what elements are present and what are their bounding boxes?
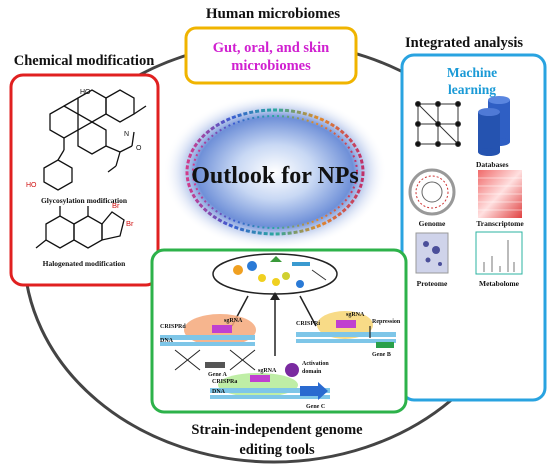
activation-domain-dot: [285, 363, 299, 377]
atom-n: N: [124, 131, 129, 138]
gene-a-block: [205, 362, 225, 368]
crisprd-sgrna-bar: [212, 325, 232, 333]
gene-c-arrow: [300, 382, 328, 400]
crispri-sgrna-bar: [336, 320, 356, 328]
right-heading: Integrated analysis: [405, 35, 523, 51]
center-core: Outlook for NPs: [163, 94, 387, 250]
top-box: [184, 26, 358, 85]
metabolome-spectrum-icon: [475, 231, 523, 275]
sgrna-label-a: sgRNA: [224, 318, 243, 324]
crispri-label: CRISPRi: [296, 321, 320, 327]
ml-line1: Machine: [447, 65, 497, 80]
proteome-spots: [423, 241, 442, 266]
bottom-box: [150, 248, 408, 414]
product-molecules: [233, 256, 327, 288]
left-box: [9, 73, 160, 287]
gene-c-label: Gene C: [306, 404, 325, 410]
dna-label-c: DNA: [212, 389, 226, 395]
crisprd-dna-strand-2: [160, 342, 255, 346]
crispra-label: CRISPRa: [212, 379, 237, 385]
crisprd-label: CRISPRd: [160, 324, 186, 330]
crisprd-dna-strand: [160, 335, 255, 340]
sgrna-label-b: sgRNA: [346, 312, 365, 318]
atom-br-top: Br: [112, 201, 120, 210]
halogenated-structure: [35, 206, 125, 249]
dna-helix-ring-inner: [192, 115, 358, 229]
ml-line2: learning: [448, 82, 496, 97]
gene-a-label: Gene A: [208, 372, 227, 378]
activation-line2: domain: [302, 369, 322, 375]
glycosylated-structure: [43, 89, 147, 191]
atom-br-side: Br: [126, 219, 134, 228]
glycosylation-label: Glycosylation modification: [41, 196, 128, 205]
crispri-dna-strand: [296, 332, 396, 337]
databases-label: Databases: [476, 160, 509, 169]
crispra-sgrna-bar: [250, 375, 270, 382]
crispra-dna-strand: [210, 388, 330, 393]
atom-ho-sugar: HO: [26, 182, 37, 189]
arrow-up-right: [299, 295, 317, 327]
halogenated-label: Halogenated modification: [43, 259, 127, 268]
repression-label: Repression: [372, 319, 401, 325]
gene-b-label: Gene B: [372, 352, 391, 358]
metabolome-label: Metabolome: [479, 279, 520, 288]
left-panel: Chemical modification HO HO N O Glycosyl…: [9, 53, 160, 287]
left-heading: Chemical modification: [14, 53, 155, 69]
dna-label-a: DNA: [160, 338, 174, 344]
gene-b-block: [376, 342, 394, 348]
proteome-label: Proteome: [417, 279, 448, 288]
center-title: Outlook for NPs: [191, 163, 359, 189]
heatmap-rows: [478, 177, 522, 211]
atom-o: O: [136, 145, 142, 152]
top-panel: Human microbiomes Gut, oral, and skin mi…: [184, 6, 358, 85]
dna-helix-ring: [185, 108, 365, 236]
genome-icon: [408, 168, 456, 216]
atom-ho-top: HO: [80, 89, 91, 96]
activation-line1: Activation: [302, 361, 329, 367]
top-box-line1: Gut, oral, and skin: [213, 40, 329, 56]
sgrna-label-c: sgRNA: [258, 368, 277, 374]
bottom-panel: CRISPRd DNA sgRNA Gene A CRISPRi sgRNA R…: [150, 248, 408, 458]
center-glow: [163, 94, 387, 250]
database-icon: [478, 96, 510, 156]
crispri-dna-strand-2: [296, 339, 396, 343]
top-box-line2: microbiomes: [231, 58, 311, 74]
right-panel: Integrated analysis Machine learning Dat…: [400, 35, 547, 402]
proteome-gel-icon: [415, 232, 449, 274]
genome-label: Genome: [419, 219, 446, 228]
bottom-heading-line2: editing tools: [239, 442, 315, 458]
network-graph-icon: [415, 101, 461, 147]
bottom-heading-line1: Strain-independent genome: [191, 422, 363, 438]
metabolome-peaks: [483, 240, 515, 272]
transcriptome-label: Transcriptome: [476, 219, 524, 228]
arrowhead-center: [270, 292, 280, 300]
top-heading: Human microbiomes: [206, 6, 340, 22]
crispra-dna-strand-2: [210, 395, 330, 399]
